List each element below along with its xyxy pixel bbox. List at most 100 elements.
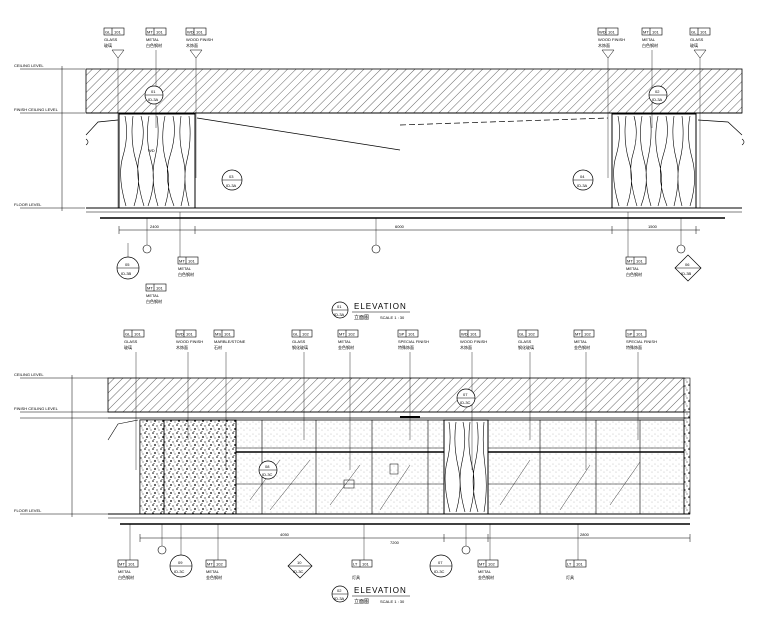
dim-2b: 7200 [390, 540, 400, 545]
svg-text:MT: MT [147, 286, 153, 291]
svg-text:101: 101 [700, 30, 707, 35]
wood-column-left: WD [118, 113, 196, 209]
level-label-floor-2: FLOOR LEVEL [14, 508, 42, 513]
svg-text:GLASS: GLASS [104, 37, 118, 42]
elevation-2: CEILING LEVEL FINISH CEILING LEVEL FLOOR… [14, 329, 691, 605]
level-label-ceiling-1: CEILING LEVEL [14, 63, 44, 68]
material-tag-e2-b0: MT 101 METAL 白色钢材 [117, 524, 139, 580]
svg-text:玻璃: 玻璃 [124, 344, 132, 350]
svg-text:101: 101 [576, 562, 583, 567]
svg-text:白色钢材: 白色钢材 [118, 574, 134, 580]
svg-text:MT: MT [119, 562, 125, 567]
svg-text:玻璃: 玻璃 [690, 42, 698, 48]
svg-text:灯具: 灯具 [352, 574, 360, 580]
level-annotations-2: CEILING LEVEL FINISH CEILING LEVEL FLOOR… [14, 372, 108, 517]
svg-text:WOOD FINISH: WOOD FINISH [186, 37, 213, 42]
grid-marker-e1 [142, 218, 686, 254]
material-tag-e2-b2: LT 101 灯具 [351, 524, 373, 580]
svg-text:102: 102 [348, 332, 355, 337]
svg-text:白色钢材: 白色钢材 [626, 271, 642, 277]
wood-column-center [443, 419, 489, 515]
svg-text:ID-3C: ID-3C [434, 569, 445, 574]
svg-text:ID-3C: ID-3C [262, 472, 273, 477]
svg-text:101: 101 [408, 332, 415, 337]
svg-text:灯具: 灯具 [566, 574, 574, 580]
svg-text:WD: WD [187, 30, 194, 35]
svg-text:08: 08 [265, 464, 270, 469]
svg-text:06: 06 [685, 262, 690, 267]
svg-text:101: 101 [188, 259, 195, 264]
material-tag-e2-t9: SP 101 SPECIAL FINISH 特殊饰面 [625, 329, 657, 440]
svg-text:101: 101 [224, 332, 231, 337]
svg-text:GL: GL [691, 30, 697, 35]
svg-text:METAL: METAL [146, 293, 160, 298]
svg-text:特殊饰面: 特殊饰面 [626, 344, 642, 350]
column-tag-wd-left: WD [148, 148, 155, 153]
svg-text:立面图: 立面图 [354, 314, 369, 321]
level-label-ceiling-2: CEILING LEVEL [14, 372, 44, 377]
dim-1a: 2400 [150, 224, 160, 229]
svg-text:ID-3A: ID-3A [334, 596, 345, 601]
svg-text:METAL: METAL [338, 339, 352, 344]
material-tag-e2-t4: MT 102 METAL 金色钢材 [337, 329, 359, 470]
svg-text:白色钢材: 白色钢材 [178, 271, 194, 277]
svg-text:101: 101 [156, 30, 163, 35]
svg-text:玻璃: 玻璃 [104, 42, 112, 48]
svg-text:METAL: METAL [206, 569, 220, 574]
svg-text:石材: 石材 [214, 344, 222, 350]
svg-text:MT: MT [643, 30, 649, 35]
material-tag-e2-t7: GL 102 GLASS 钢化玻璃 [517, 329, 539, 440]
svg-text:木饰面: 木饰面 [176, 344, 188, 350]
elevation-1: CEILING LEVEL FINISH CEILING LEVEL FLOOR… [14, 27, 745, 321]
wood-column-right [611, 113, 697, 209]
svg-text:GL: GL [293, 332, 299, 337]
svg-text:ID-3A: ID-3A [577, 183, 588, 188]
svg-text:木饰面: 木饰面 [598, 42, 610, 48]
material-tag-e2-t0: GL 101 GLASS 玻璃 [123, 329, 145, 470]
svg-text:GL: GL [105, 30, 111, 35]
svg-text:SP: SP [627, 332, 633, 337]
svg-text:102: 102 [302, 332, 309, 337]
svg-text:09: 09 [178, 560, 183, 565]
elevation-title-text-2: ELEVATION [354, 586, 407, 595]
svg-text:MT: MT [575, 332, 581, 337]
svg-text:ID-3B: ID-3B [121, 271, 132, 276]
svg-text:WOOD FINISH: WOOD FINISH [460, 339, 487, 344]
svg-text:LT: LT [353, 562, 358, 567]
svg-text:102: 102 [488, 562, 495, 567]
material-tag-e2-b1: MT 102 METAL 金色钢材 [205, 524, 227, 580]
svg-text:101: 101 [470, 332, 477, 337]
svg-text:MT: MT [479, 562, 485, 567]
svg-text:101: 101 [134, 332, 141, 337]
svg-text:GLASS: GLASS [292, 339, 306, 344]
svg-text:WD: WD [177, 332, 184, 337]
svg-text:LT: LT [567, 562, 572, 567]
svg-text:SCALE 1 : 30: SCALE 1 : 30 [380, 599, 405, 604]
svg-text:MT: MT [147, 30, 153, 35]
svg-text:GLASS: GLASS [518, 339, 532, 344]
ceiling-band-1 [85, 68, 743, 114]
svg-text:金色钢材: 金色钢材 [338, 344, 354, 350]
svg-text:101: 101 [608, 30, 615, 35]
svg-text:GL: GL [125, 332, 131, 337]
level-label-finish-ceiling-1: FINISH CEILING LEVEL [14, 107, 59, 112]
svg-text:04: 04 [580, 174, 585, 179]
stone-panel [139, 419, 237, 515]
svg-text:GLASS: GLASS [690, 37, 704, 42]
